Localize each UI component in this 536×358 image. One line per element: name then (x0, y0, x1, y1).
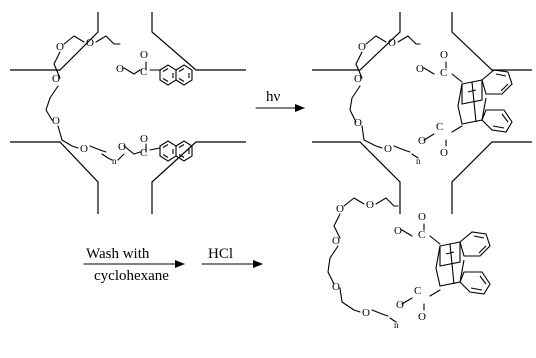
naphthalene-bottom (159, 140, 193, 162)
oxygen-label: O (354, 73, 362, 85)
repeat-subscript: n (394, 320, 399, 330)
host-wall-bottom-left (10, 141, 99, 214)
carbon-label: C (440, 67, 447, 79)
step3-label: HCl (208, 246, 233, 262)
panel-photoproduct-in-host: O O O O C O O O O C O n (312, 12, 532, 214)
oxygen-label: O (440, 49, 448, 61)
oxygen-label: O (56, 41, 64, 53)
oxygen-label: O (418, 135, 426, 147)
oxygen-label: O (440, 147, 448, 159)
arrow-wash: Wash with cyclohexane (83, 246, 185, 284)
step2-label-bottom: cyclohexane (94, 268, 169, 284)
naphthalene-top (159, 64, 193, 86)
arrow-irradiation: hν (255, 89, 305, 112)
crown-ether-chain (45, 35, 161, 161)
step2-label-top: Wash with (86, 246, 150, 262)
host-wall-top-left (10, 12, 99, 71)
naphthalene-dimer (435, 231, 491, 295)
oxygen-label: O (116, 63, 124, 75)
host-wall-bottom-left (312, 141, 401, 214)
oxygen-label: O (388, 37, 396, 49)
oxygen-label: O (358, 41, 366, 53)
oxygen-label: O (86, 37, 94, 49)
oxygen-label: O (52, 115, 60, 127)
carbon-label: C (418, 229, 425, 241)
carbon-label: C (414, 285, 421, 297)
oxygen-label: O (396, 299, 404, 311)
oxygen-label: O (332, 281, 340, 293)
oxygen-label: O (394, 225, 402, 237)
host-wall-top-left (312, 12, 401, 71)
host-wall-bottom-right (451, 141, 532, 214)
carbon-label: C (140, 147, 147, 159)
crown-ether-chain (327, 197, 441, 323)
oxygen-label: O (418, 211, 426, 223)
oxygen-label: O (362, 307, 370, 319)
oxygen-label: O (366, 199, 374, 211)
carbon-label: C (140, 66, 147, 78)
panel-reactant: O O O O C O O O O O C n (10, 12, 246, 214)
arrow-acid: HCl (201, 246, 263, 268)
oxygen-label: O (80, 143, 88, 155)
oxygen-label: O (140, 49, 148, 61)
carbon-label: C (436, 121, 443, 133)
repeat-subscript: n (112, 156, 117, 166)
naphthalene-dimer (457, 69, 513, 133)
panel-free-product: O O O O C O O O O C O n (327, 197, 491, 330)
oxygen-label: O (354, 117, 362, 129)
oxygen-label: O (416, 63, 424, 75)
oxygen-label: O (384, 143, 392, 155)
oxygen-label: O (140, 133, 148, 145)
crown-ether-chain (349, 35, 463, 159)
host-wall-bottom-right (151, 141, 246, 214)
oxygen-label: O (418, 311, 426, 323)
oxygen-label: O (332, 235, 340, 247)
repeat-subscript: n (416, 156, 421, 166)
host-wall-top-right (151, 12, 246, 71)
host-wall-top-right (451, 12, 532, 71)
oxygen-label: O (336, 203, 344, 215)
step1-label: hν (266, 89, 281, 105)
oxygen-label: O (118, 141, 126, 153)
oxygen-label: O (52, 73, 60, 85)
